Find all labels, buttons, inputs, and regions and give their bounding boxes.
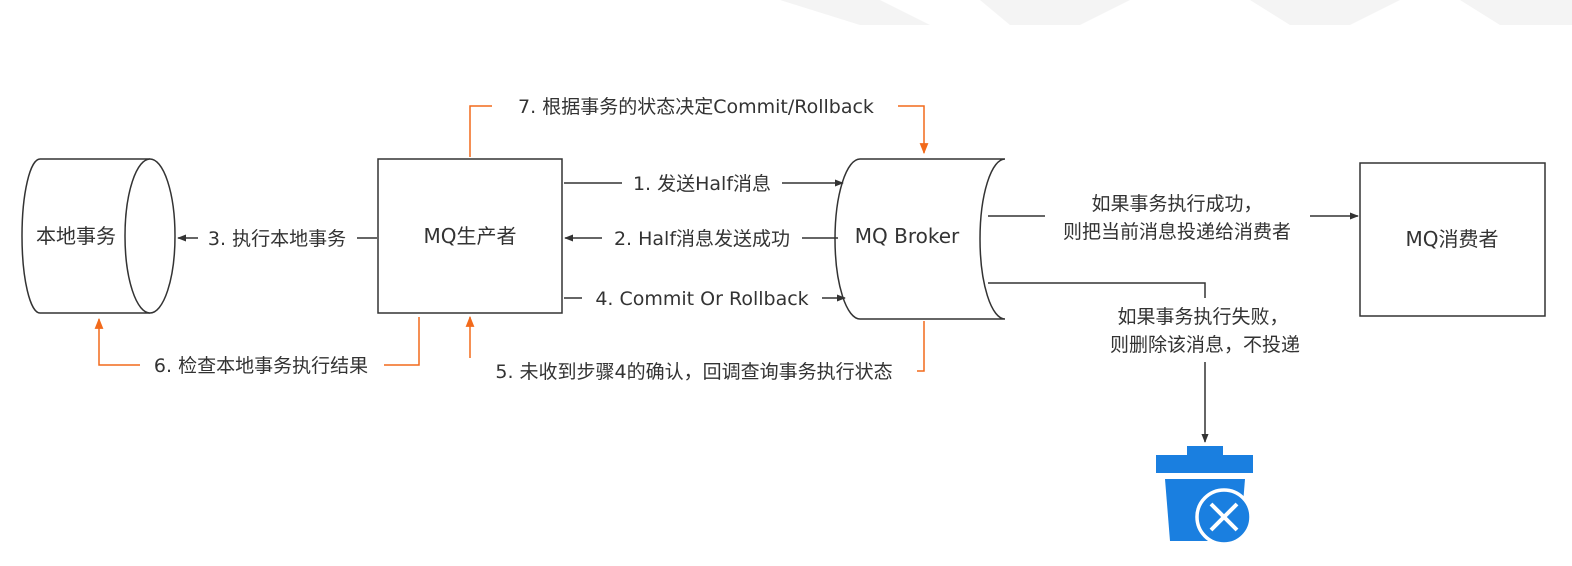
local-transaction-node: 本地事务 [21,158,176,314]
edge-failure: 如果事务执行失败， 则删除该消息，不投递 [988,282,1300,443]
success-label-line2: 则把当前消息投递给消费者 [1063,221,1291,243]
edge-step5: 5. 未收到步骤4的确认，回调查询事务执行状态 [465,315,925,383]
broker-node: MQ Broker [834,158,1006,320]
consumer-node: MQ消费者 [1359,162,1546,317]
producer-node: MQ生产者 [377,158,563,314]
producer-label: MQ生产者 [424,224,517,248]
step7-label: 7. 根据事务的状态决定Commit/Rollback [518,96,874,118]
local-transaction-label: 本地事务 [36,224,116,248]
consumer-label: MQ消费者 [1406,227,1499,251]
fail-label-line1: 如果事务执行失败， [1117,306,1288,328]
step5-label: 5. 未收到步骤4的确认，回调查询事务执行状态 [495,361,892,383]
fail-label-line2: 则删除该消息，不投递 [1110,334,1300,356]
edge-step4: 4. Commit Or Rollback [564,288,846,310]
edge-step1: 1. 发送Half消息 [564,173,844,195]
step2-label: 2. Half消息发送成功 [614,228,790,250]
watermark [780,0,1572,25]
step4-label: 4. Commit Or Rollback [595,288,808,310]
step3-label: 3. 执行本地事务 [208,228,346,250]
edge-step7: 7. 根据事务的状态决定Commit/Rollback [469,96,929,157]
success-label-line1: 如果事务执行成功， [1091,193,1262,215]
edge-success: 如果事务执行成功， 则把当前消息投递给消费者 [988,193,1359,243]
trash-delete-icon [1156,446,1253,546]
edge-step2: 2. Half消息发送成功 [564,228,838,250]
step6-label: 6. 检查本地事务执行结果 [154,355,368,377]
edge-step3: 3. 执行本地事务 [177,228,377,250]
step1-label: 1. 发送Half消息 [633,173,771,195]
broker-label: MQ Broker [855,224,960,248]
edge-step6: 6. 检查本地事务执行结果 [94,317,420,377]
